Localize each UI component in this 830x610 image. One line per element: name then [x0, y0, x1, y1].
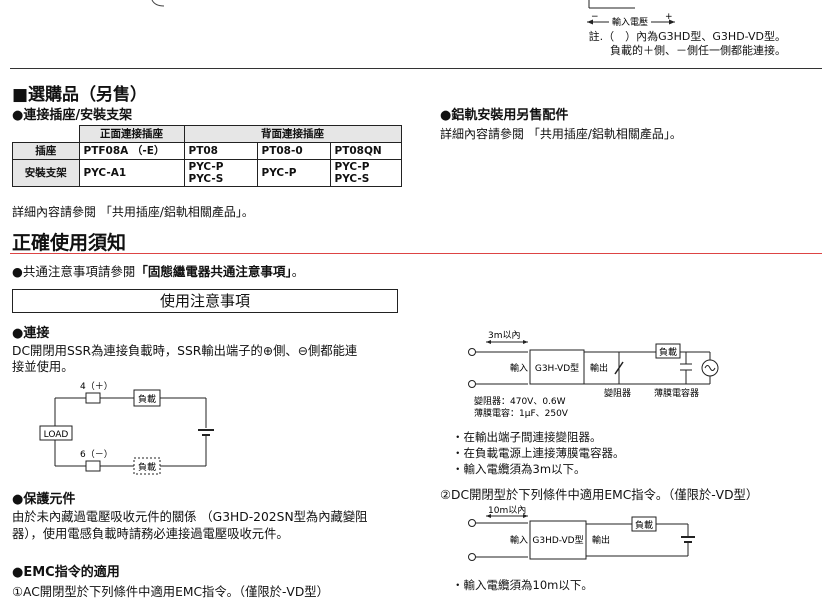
- dc-dist-label: 10m以內: [488, 505, 526, 516]
- bracket-cell: PYC-P PYC-S: [183, 159, 258, 187]
- dc-ssr-box: [529, 520, 587, 560]
- din-note: 詳細內容請參閱 「共用插座/鋁軌相關產品」。: [440, 127, 682, 141]
- curve-fragment: [151, 0, 165, 7]
- svg-text:−: −: [591, 12, 599, 22]
- din-heading: ●鋁軌安裝用另售配件: [440, 108, 569, 123]
- terminal-minus: [85, 460, 101, 472]
- term-plus-label: 4（＋）: [80, 381, 113, 392]
- dc-bullet: ・輸入電纜須為10m以下。: [452, 578, 593, 592]
- general-ref: 「固態繼電器共通注意事項」: [135, 264, 292, 279]
- dc-load-label: 負載: [635, 519, 653, 531]
- socket-cell: PT08QN: [329, 142, 402, 160]
- load-block: [39, 425, 73, 441]
- ac-input-label: 輸入: [510, 362, 528, 374]
- emc-item2: ②DC開閉型於下列條件中適用EMC指令。（僅限於-VD型）: [440, 488, 759, 502]
- connection-heading: ●連接: [12, 326, 50, 341]
- ac-dist-label: 3m以內: [488, 330, 521, 341]
- row-socket-label: 插座: [12, 142, 80, 160]
- ac-load-box: [655, 343, 681, 359]
- ac-bullet: ・輸入電纜須為3m以下。: [452, 462, 586, 476]
- top-note: 註.（ ）內為G3HD型、G3HD-VD型。 負載的＋側、－側任一側都能連接。: [589, 30, 786, 58]
- group-back: 背面連接插座: [183, 125, 402, 143]
- input-voltage-label: 輸入電壓: [612, 16, 648, 26]
- precaution-box-title: 使用注意事項: [12, 289, 398, 313]
- socket-cell: PT08-0: [256, 142, 331, 160]
- socket-table: 正面連接插座 背面連接插座 插座 PTF08A （-E） PT08 PT08-0…: [12, 125, 402, 187]
- options-note: 詳細內容請參閱 「共用插座/鋁軌相關產品」。: [12, 205, 254, 219]
- dc-model-label: G3HD-VD型: [532, 535, 583, 546]
- socket-subheading: ●連接插座/安裝支架: [12, 108, 133, 123]
- protection-text: 由於未內藏過電壓吸收元件的關係 （G3HD-202SN型為內藏變阻 器），使用電…: [12, 509, 404, 543]
- top-note-line2: 負載的＋側、－側任一側都能連接。: [610, 44, 786, 57]
- top-note-line1: 註.（ ）內為G3HD型、G3HD-VD型。: [588, 30, 786, 43]
- protection-heading: ●保護元件: [12, 492, 76, 507]
- connection-diagram: 4（＋） 負載 LOAD 6（－） 負載: [39, 381, 214, 475]
- options-heading: ■選購品（另售）: [12, 85, 148, 105]
- connection-text-2: 接並使用。: [12, 360, 74, 374]
- general-note: ●共通注意事項請參閱「固態繼電器共通注意事項」。: [12, 261, 304, 280]
- ac-load-label: 負載: [659, 346, 677, 358]
- ac-emc-diagram: 3m以內 輸入 G3H-VD型 輸出 負載 變阻器 薄膜電容器 變阻器：470V…: [468, 330, 719, 419]
- protection-text-2: 器），使用電感負載時請務必連接過電壓吸收元件。: [12, 527, 289, 541]
- connection-text-1: DC開閉用SSR為連接負載時，SSR輸出端子的⊕側、⊖側都能連: [12, 344, 358, 358]
- terminal-plus: [85, 392, 101, 404]
- dc-emc-diagram: 10m以內 輸入 G3HD-VD型 輸出 負載: [468, 505, 695, 561]
- row-bracket-label: 安裝支架: [12, 159, 80, 187]
- socket-cell: PTF08A （-E）: [78, 142, 185, 160]
- dc-input-label: 輸入: [510, 534, 528, 546]
- top-diagram-fragment: − + 輸入電壓: [587, 0, 675, 26]
- protection-text-1: 由於未內藏過電壓吸收元件的關係 （G3HD-202SN型為內藏變阻: [12, 510, 368, 524]
- group-front: 正面連接插座: [78, 125, 185, 143]
- emc-item1: ①AC開閉型於下列條件中適用EMC指令。（僅限於-VD型）: [12, 585, 329, 599]
- ac-spec1: 變阻器：470V、0.6W: [474, 395, 566, 407]
- bracket-cell: PYC-P: [256, 159, 331, 187]
- svg-text:+: +: [665, 12, 673, 22]
- term-minus-label: 6（－）: [80, 449, 113, 460]
- connection-text: DC開閉用SSR為連接負載時，SSR輸出端子的⊕側、⊖側都能連 接並使用。: [12, 343, 404, 375]
- ac-bullets: ・在輸出端子間連接變阻器。 ・在負載電源上連接薄膜電容器。 ・輸入電纜須為3m以…: [452, 429, 625, 477]
- ac-ssr-box: [529, 349, 585, 385]
- film-cap-label: 薄膜電容器: [654, 387, 699, 399]
- load-label-bottom: 負載: [138, 461, 156, 473]
- red-divider: [10, 253, 822, 254]
- emc-heading: ●EMC指令的適用: [12, 565, 120, 580]
- bracket-cell: PYC-P PYC-S: [329, 159, 402, 187]
- ac-spec2: 薄膜電容：1μF、250V: [474, 407, 569, 419]
- precautions-heading: 正確使用須知: [12, 232, 127, 254]
- varistor-label: 變阻器: [604, 387, 631, 399]
- load-box-text: LOAD: [44, 430, 69, 440]
- general-suffix: 。: [291, 264, 305, 279]
- ac-bullet: ・在輸出端子間連接變阻器。: [452, 430, 602, 444]
- dc-output-label: 輸出: [592, 534, 610, 546]
- ac-output-label: 輸出: [590, 362, 608, 374]
- general-prefix: ●共通注意事項請參閱: [12, 264, 136, 279]
- socket-cell: PT08: [183, 142, 258, 160]
- ac-bullet: ・在負載電源上連接薄膜電容器。: [452, 446, 625, 460]
- load-label-top: 負載: [138, 393, 156, 405]
- bracket-cell: PYC-A1: [78, 159, 185, 187]
- ac-model-label: G3H-VD型: [535, 363, 579, 374]
- divider: [10, 68, 822, 69]
